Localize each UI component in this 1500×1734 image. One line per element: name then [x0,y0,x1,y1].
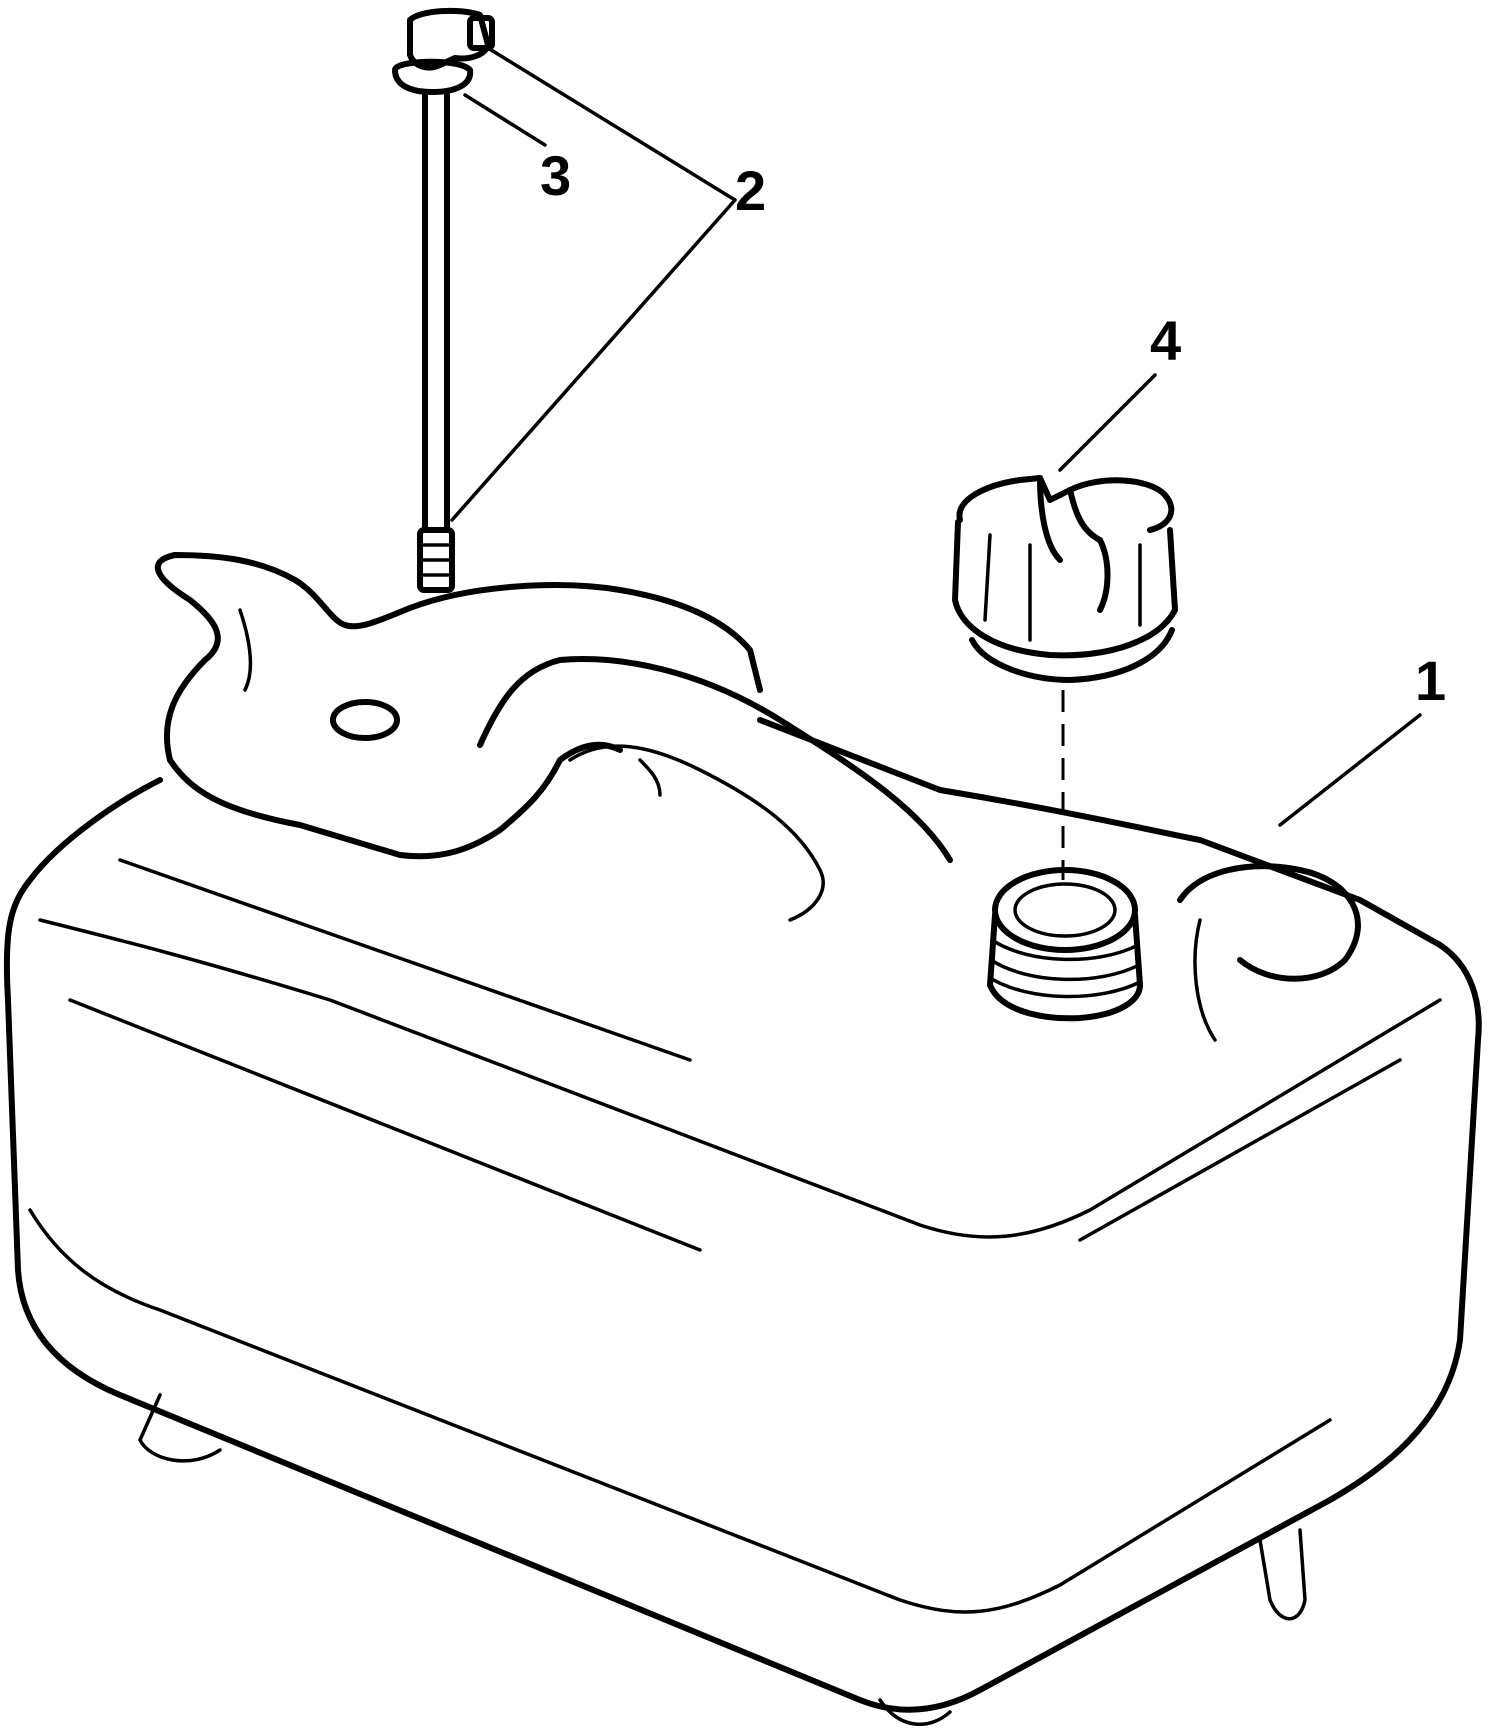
elbow-fitting [407,7,491,71]
fill-neck-wall [987,912,1143,1022]
fill-neck-thread-2 [989,958,1141,982]
cap-grip-1 [983,533,992,622]
handle-outline [154,552,763,763]
filler-cap-icon [952,475,1178,683]
tank-foot-right [878,1698,952,1726]
handle-left-ear [238,608,253,692]
cap-slot-left [1037,475,1063,563]
tank-drain-nub [1258,1528,1307,1621]
tube-screen [417,527,455,593]
leader-2-top [486,46,737,202]
callout-4: 4 [1150,309,1181,372]
cap-base-ring [969,627,1175,683]
leader-4 [1058,373,1157,472]
vent-hole [330,699,400,741]
leader-1 [1278,713,1422,827]
cap-slot-right [1067,487,1111,613]
leader-3 [463,93,547,147]
fuel-tank-icon [3,717,1482,1726]
elbow-outlet [467,15,495,51]
fill-neck-icon [987,863,1361,1042]
tank-panel-line-3 [118,858,692,1062]
rear-handle-bump [1177,863,1361,982]
pickup-tube-icon [392,7,495,593]
tank-foot-left [138,1393,222,1463]
tube-collar [392,58,474,95]
fill-neck-rim [992,867,1138,953]
callout-3: 3 [540,144,571,207]
callout-2: 2 [735,159,766,222]
leader-2-bottom [450,198,737,522]
leader-lines [450,46,1422,880]
fill-neck-thread-3 [988,976,1142,999]
cap-body [952,519,1178,659]
handle-platform-front [167,741,623,860]
tank-handle-icon [154,552,953,922]
handle-grip-line [638,758,662,797]
fill-neck-thread-1 [990,938,1140,962]
callout-1: 1 [1415,649,1446,712]
fill-neck-opening [1013,882,1117,938]
tank-outline [3,717,1482,1713]
cap-top-outline [956,475,1175,533]
tank-bottom-crease [28,1208,1332,1614]
tank-top-edge [38,918,1442,1239]
handle-arch-inner [568,744,825,922]
tank-panel-line-1 [68,998,702,1252]
rear-handle-side [1193,918,1217,1042]
handle-arch [477,656,953,863]
tank-panel-line-2 [1078,1058,1402,1242]
